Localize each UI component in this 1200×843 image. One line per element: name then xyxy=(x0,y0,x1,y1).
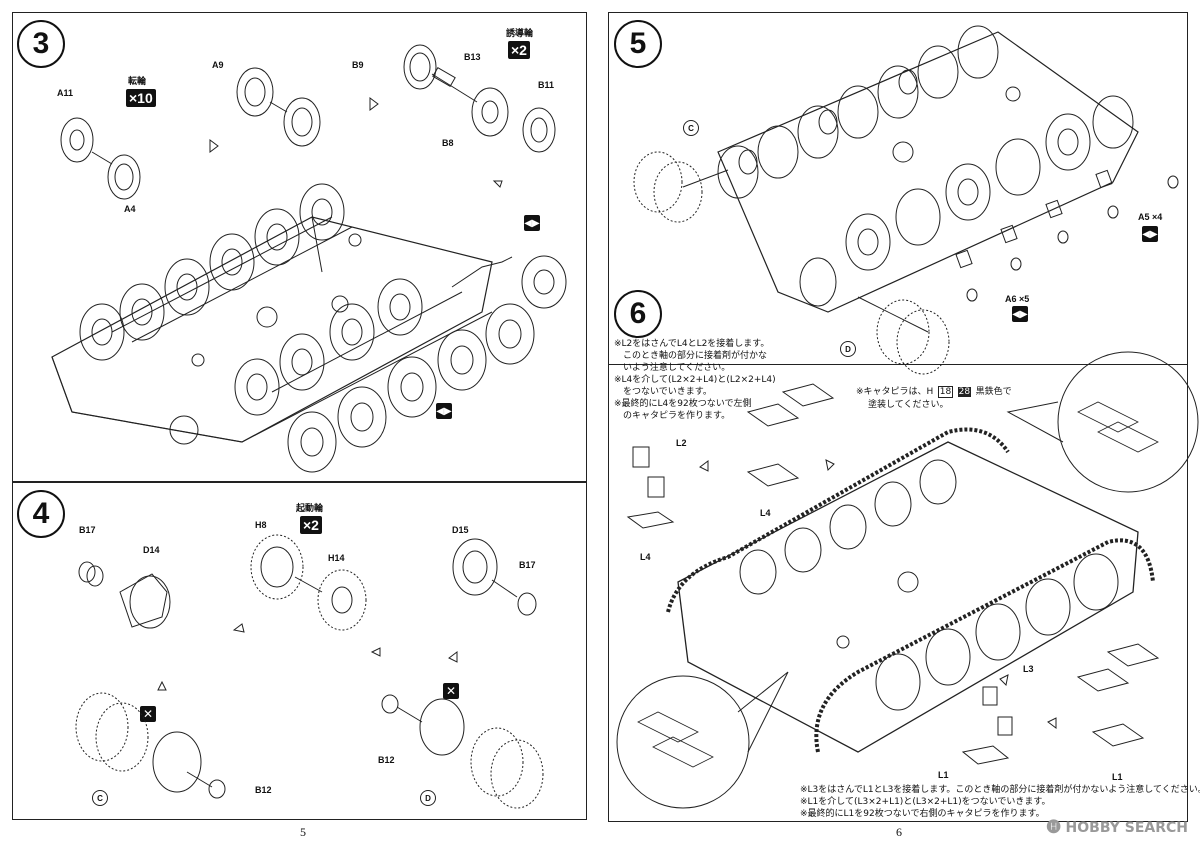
part-a9: A9 xyxy=(212,60,224,70)
part-l4-left: L4 xyxy=(640,552,651,562)
part-b11-drawing xyxy=(522,107,556,153)
step3-mirror-icon-top: ◀▶ xyxy=(524,215,540,231)
part-l1-right: L1 xyxy=(1112,772,1123,782)
page-number-left: 5 xyxy=(300,825,306,839)
note-left-line-4: ※L4を介して(L2×2+L4)と(L2×2+L4) xyxy=(614,375,776,385)
sprocket-c-drawing xyxy=(633,151,683,213)
step5-part-d-marker: D xyxy=(840,341,856,357)
note-left-line-5: をつないでいきます。 xyxy=(614,387,712,397)
step5-lower-wheels xyxy=(845,95,1134,271)
part-l4-mid: L4 xyxy=(760,508,771,518)
part-b17-right: B17 xyxy=(519,560,536,570)
part-d14: D14 xyxy=(143,545,160,555)
paint-code-28: 28 xyxy=(957,387,972,397)
part-b9: B9 xyxy=(352,60,364,70)
step3-panel xyxy=(12,12,587,482)
part-l1-left: L1 xyxy=(938,770,949,780)
note-left-line-7: のキャタピラを作ります。 xyxy=(614,411,731,421)
step6-note-left: ※L2をはさんでL4とL2を接着します。 このとき軸の部分に接着剤が付かな いよ… xyxy=(614,338,776,422)
part-a9-drawing xyxy=(236,67,274,117)
part-a5: A5 ×4 xyxy=(1138,212,1163,222)
idler-wheel-drawing xyxy=(521,255,567,309)
no-glue-icon-right: ✕ xyxy=(443,683,459,699)
lower-road-wheels xyxy=(234,255,567,473)
part-a11: A11 xyxy=(57,88,74,98)
step6-panel xyxy=(608,282,1188,822)
part-b9-drawing xyxy=(403,44,437,90)
part-b12-right: B12 xyxy=(378,755,395,765)
right-track xyxy=(814,538,1155,753)
upper-road-wheels xyxy=(79,183,345,361)
zoom-detail-top xyxy=(1057,351,1199,493)
paint-note-color: 黒鉄色で xyxy=(975,387,1012,397)
step6-number: 6 xyxy=(614,290,662,338)
paint-note: ※キャタピラは、H 18 28 黒鉄色で 塗装してください。 xyxy=(856,381,1012,411)
step6-illustration xyxy=(616,351,1199,809)
part-h8: H8 xyxy=(255,520,267,530)
idler-label: 誘導輪 xyxy=(506,29,534,39)
step5-upper-wheels xyxy=(717,25,999,199)
sprocket-qty: ×2 xyxy=(300,516,322,534)
part-a4: A4 xyxy=(124,204,136,214)
part-a11-drawing xyxy=(60,117,94,163)
sprocket-label: 起動輪 xyxy=(296,504,324,514)
tracked-hull-outline xyxy=(677,441,1139,753)
step4-panel xyxy=(12,482,587,820)
part-l2: L2 xyxy=(676,438,687,448)
part-b8: B8 xyxy=(442,138,454,148)
paint-code-h18: 18 xyxy=(937,386,954,398)
step6-note-bottom: ※L3をはさんでL1とL3を接着します。このとき軸の部分に接着剤が付かないよう注… xyxy=(800,784,1200,820)
page-number-right: 6 xyxy=(896,825,902,839)
part-b11: B11 xyxy=(538,80,555,90)
hobby-search-watermark: 🅗 HOBBY SEARCH xyxy=(1046,820,1188,836)
step5-number: 5 xyxy=(614,20,662,68)
note-bottom-line-2: ※L1を介して(L3×2+L1)と(L3×2+L1)をつないでいきます。 xyxy=(800,797,1051,807)
part-a6: A6 ×5 xyxy=(1005,294,1030,304)
paint-note-prefix: ※キャタピラは、H xyxy=(856,387,934,397)
note-left-line-6: ※最終的にL4を92枚つないで左側 xyxy=(614,399,752,409)
part-d15: D15 xyxy=(452,525,469,535)
zoom-detail-bottom xyxy=(616,675,750,809)
part-b8-drawing xyxy=(471,87,509,137)
link-l3-drawing xyxy=(982,686,998,706)
subassembly-c-marker: C xyxy=(92,790,108,806)
step4-number: 4 xyxy=(17,490,65,538)
part-b17-left: B17 xyxy=(79,525,96,535)
part-h14: H14 xyxy=(328,553,345,563)
left-track xyxy=(666,427,1010,613)
step5-illustration xyxy=(633,25,1179,375)
step3-mirror-icon-bottom: ◀▶ xyxy=(436,403,452,419)
sprocket-d-drawing xyxy=(876,299,930,365)
step4-illustration xyxy=(75,534,544,809)
road-wheel-label: 転輪 xyxy=(128,77,147,87)
step3-number: 3 xyxy=(17,20,65,68)
note-left-line-1: ※L2をはさんでL4とL2を接着します。 xyxy=(614,339,770,349)
paint-note-line-2: 塗装してください。 xyxy=(868,400,949,410)
note-left-line-2: このとき軸の部分に接着剤が付かな xyxy=(614,351,768,361)
step5-part-c-marker: C xyxy=(683,120,699,136)
subassembly-d-marker: D xyxy=(420,790,436,806)
note-bottom-line-3: ※最終的にL1を92枚つないで右側のキャタピラを作ります。 xyxy=(800,809,1045,819)
note-left-line-3: いよう注意してください。 xyxy=(614,363,731,373)
road-wheel-qty: ×10 xyxy=(126,89,156,107)
note-bottom-line-1: ※L3をはさんでL1とL3を接着します。このとき軸の部分に接着剤が付かないよう注… xyxy=(800,785,1200,795)
step3-illustration xyxy=(51,44,567,473)
step5-mirror-icon-bottom: ◀▶ xyxy=(1012,306,1028,322)
part-b13: B13 xyxy=(464,52,481,62)
step5-mirror-icon-right: ◀▶ xyxy=(1142,226,1158,242)
part-l3: L3 xyxy=(1023,664,1034,674)
idler-qty: ×2 xyxy=(508,41,530,59)
link-l2-drawing xyxy=(632,446,650,468)
part-b12-left: B12 xyxy=(255,785,272,795)
step5-panel xyxy=(608,12,1188,365)
